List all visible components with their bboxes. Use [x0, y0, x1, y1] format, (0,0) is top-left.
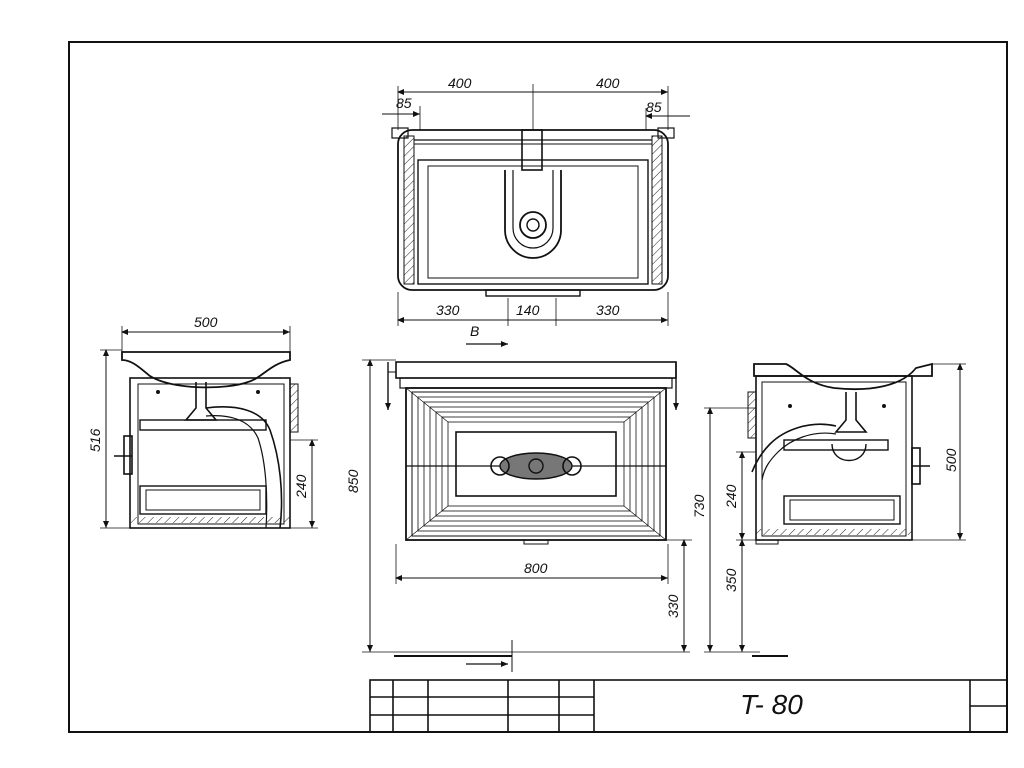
dim-right-total: 730 [691, 494, 707, 518]
dim-front-height: 850 [345, 469, 361, 493]
top-view [382, 84, 690, 326]
dim-left-height: 516 [87, 428, 103, 452]
drawing-title: T- 80 [740, 689, 803, 720]
view-label-b: B [470, 323, 479, 339]
dim-right-height: 500 [943, 448, 959, 472]
dim-top-half-left: 400 [448, 75, 472, 91]
dim-top-bottom-mid: 140 [516, 302, 540, 318]
dim-top-half-right: 400 [596, 75, 620, 91]
dim-left-siphon: 240 [293, 474, 309, 499]
side-view-left [100, 326, 318, 529]
dim-top-inset-right: 85 [646, 99, 662, 115]
side-view-right [704, 362, 966, 657]
dim-top-bottom-right: 330 [596, 302, 620, 318]
dim-right-floor: 350 [723, 568, 739, 592]
dim-front-width: 800 [524, 560, 548, 576]
dim-left-width: 500 [194, 314, 218, 330]
dim-right-siphon: 240 [723, 484, 739, 509]
title-block [369, 679, 1008, 733]
dim-top-bottom-left: 330 [436, 302, 460, 318]
dim-top-inset-left: 85 [396, 95, 412, 111]
dim-front-floor: 330 [665, 594, 681, 618]
front-view [362, 341, 692, 672]
